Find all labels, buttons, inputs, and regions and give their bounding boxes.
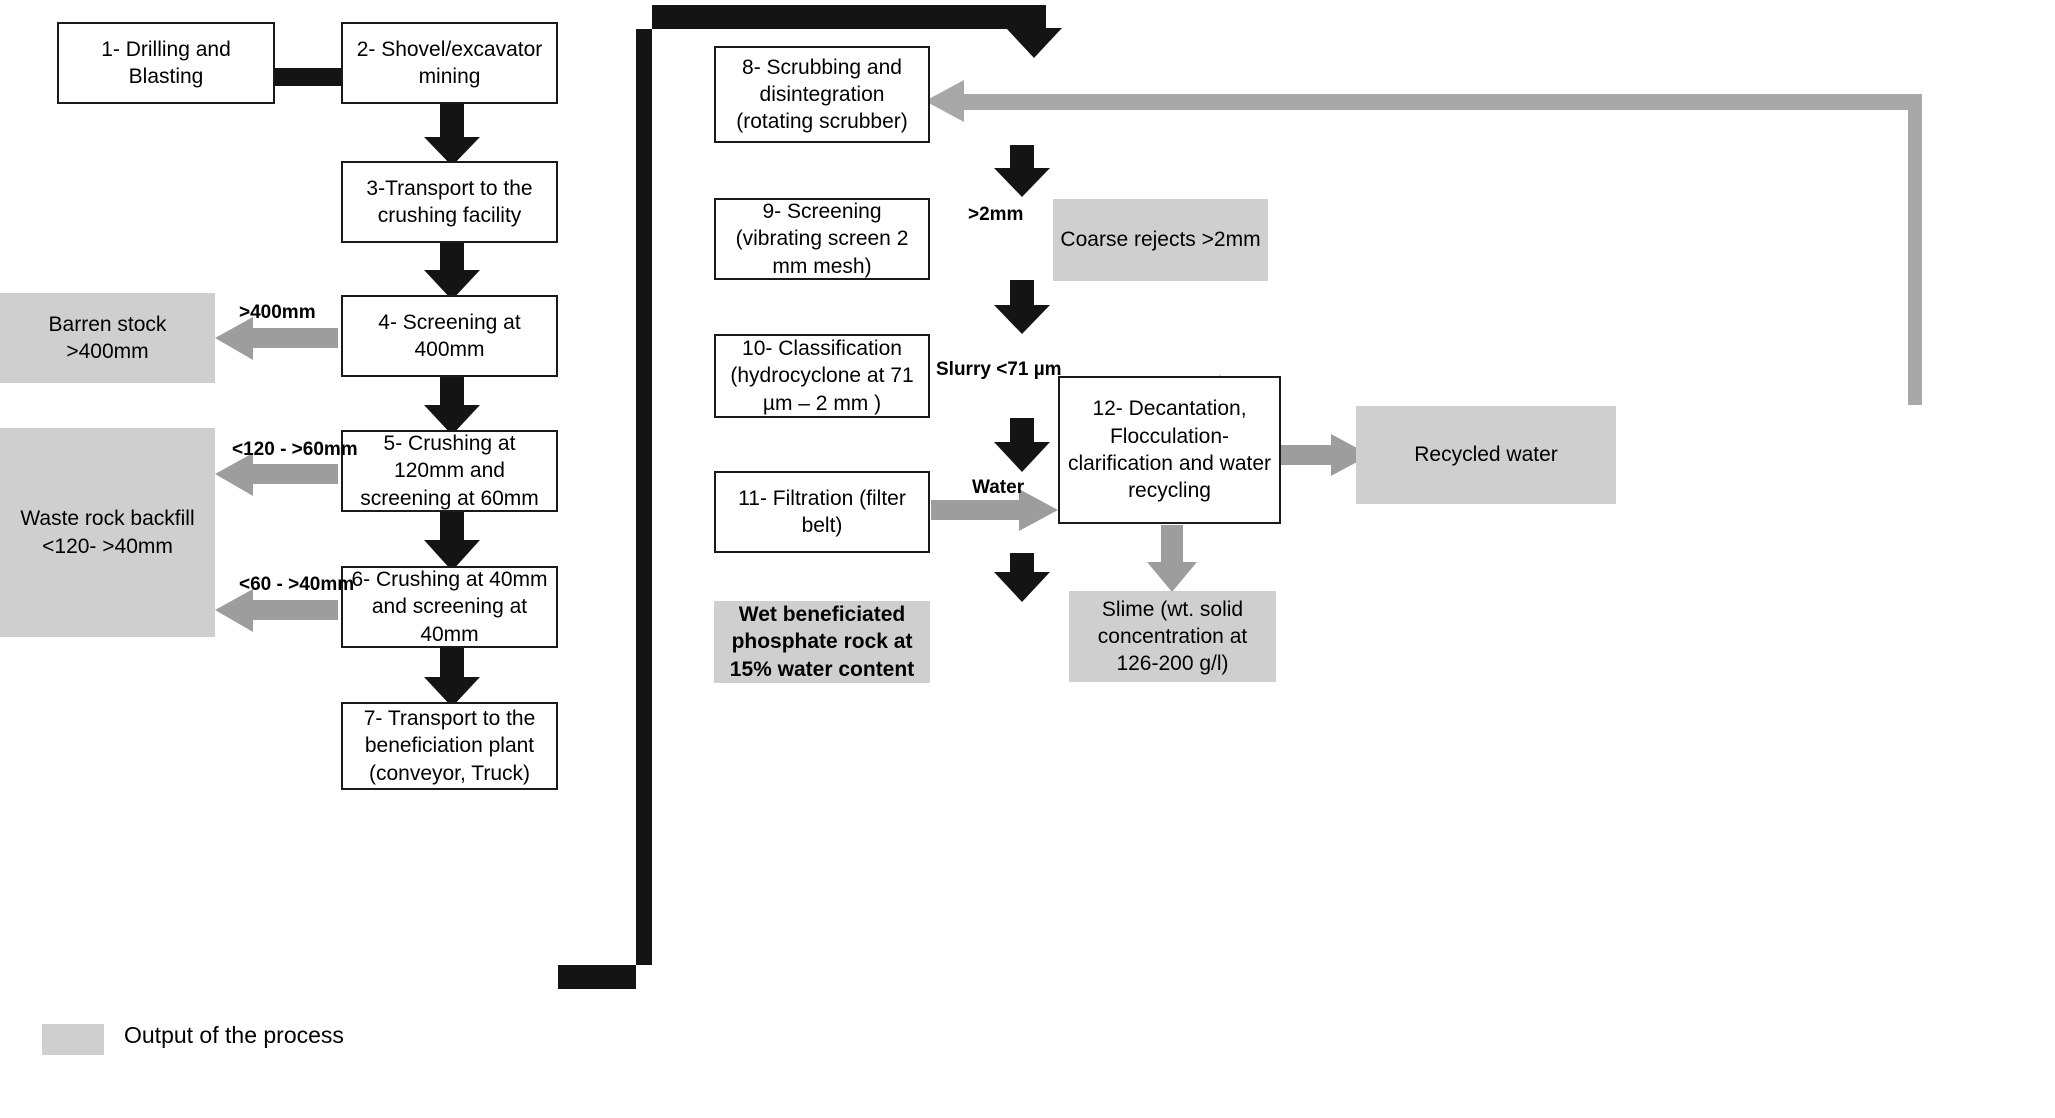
process-node-11[interactable]: 11- Filtration (filter belt)	[714, 471, 930, 553]
process-node-8-label: 8- Scrubbing and disintegration (rotatin…	[736, 55, 908, 134]
process-node-8[interactable]: 8- Scrubbing and disintegration (rotatin…	[714, 46, 930, 143]
process-node-12-label: 12- Decantation, Flocculation-clarificat…	[1067, 397, 1272, 503]
arrow-n2-to-n3	[424, 103, 480, 166]
arrow-n8-to-n9	[994, 145, 1050, 197]
output-node-recycled-water-label: Recycled water	[1414, 443, 1558, 467]
edge-label-2mm: >2mm	[968, 204, 1024, 225]
edge-label-120-60mm: <120 - >60mm	[232, 439, 358, 460]
process-node-1[interactable]: 1- Drilling and Blasting	[57, 22, 275, 104]
process-node-7[interactable]: 7- Transport to the beneficiation plant …	[341, 702, 558, 790]
edge-label-slurry-71um: Slurry <71 µm	[936, 359, 1062, 380]
edge-label-60-40mm: <60 - >40mm	[239, 574, 355, 595]
output-node-barren-stock[interactable]: Barren stock >400mm	[0, 293, 215, 383]
process-node-1-label: 1- Drilling and Blasting	[101, 37, 231, 88]
process-node-6[interactable]: 6- Crushing at 40mm and screening at 40m…	[341, 566, 558, 648]
output-node-wet-beneficiated-rock[interactable]: Wet beneficiated phosphate rock at 15% w…	[714, 601, 930, 683]
arrow-n12-to-slime	[1147, 525, 1197, 592]
arrow-n9-to-n10	[994, 280, 1050, 334]
process-node-10-label: 10- Classification (hydrocyclone at 71 µ…	[730, 337, 914, 415]
output-node-coarse-rejects[interactable]: Coarse rejects >2mm	[1053, 199, 1268, 281]
output-node-coarse-rejects-label: Coarse rejects >2mm	[1060, 228, 1261, 252]
output-node-recycled-water[interactable]: Recycled water	[1356, 406, 1616, 504]
arrow-n11-to-wet-beneficiated	[994, 553, 1050, 602]
output-node-waste-rock-backfill-label: Waste rock backfill <120- >40mm	[20, 507, 195, 558]
output-node-barren-stock-label: Barren stock >400mm	[48, 312, 167, 363]
process-node-9-label: 9- Screening (vibrating screen 2 mm mesh…	[735, 200, 909, 278]
output-node-slime[interactable]: Slime (wt. solid concentration at 126-20…	[1069, 591, 1276, 682]
process-node-7-label: 7- Transport to the beneficiation plant …	[363, 707, 536, 785]
process-node-11-label: 11- Filtration (filter belt)	[738, 486, 906, 537]
arrow-n6-to-n7	[424, 647, 480, 707]
process-node-3-label: 3-Transport to the crushing facility	[366, 176, 533, 227]
process-node-4-label: 4- Screening at 400mm	[378, 310, 521, 361]
arrow-n5-to-n6	[424, 510, 480, 571]
process-node-3[interactable]: 3-Transport to the crushing facility	[341, 161, 558, 243]
arrow-n10-to-n11	[994, 418, 1050, 472]
output-node-slime-label: Slime (wt. solid concentration at 126-20…	[1097, 597, 1248, 676]
process-node-12[interactable]: 12- Decantation, Flocculation-clarificat…	[1058, 376, 1281, 524]
output-node-waste-rock-backfill[interactable]: Waste rock backfill <120- >40mm	[0, 428, 215, 637]
process-node-10[interactable]: 10- Classification (hydrocyclone at 71 µ…	[714, 334, 930, 418]
output-node-wet-beneficiated-rock-label: Wet beneficiated phosphate rock at 15% w…	[729, 603, 915, 681]
legend-swatch-output	[42, 1024, 104, 1055]
process-node-6-label: 6- Crushing at 40mm and screening at 40m…	[351, 568, 548, 646]
arrow-n3-to-n4	[424, 242, 480, 300]
process-node-9[interactable]: 9- Screening (vibrating screen 2 mm mesh…	[714, 198, 930, 280]
edge-label-water: Water	[972, 477, 1025, 498]
process-node-5-label: 5- Crushing at 120mm and screening at 60…	[360, 432, 539, 510]
process-node-2[interactable]: 2- Shovel/excavator mining	[341, 22, 558, 104]
edge-label-400mm: >400mm	[239, 302, 316, 323]
process-node-4[interactable]: 4- Screening at 400mm	[341, 295, 558, 377]
arrow-n4-to-n5	[424, 375, 480, 435]
process-node-2-label: 2- Shovel/excavator mining	[356, 37, 543, 88]
process-node-5[interactable]: 5- Crushing at 120mm and screening at 60…	[341, 430, 558, 512]
legend-label-output: Output of the process	[124, 1022, 344, 1048]
